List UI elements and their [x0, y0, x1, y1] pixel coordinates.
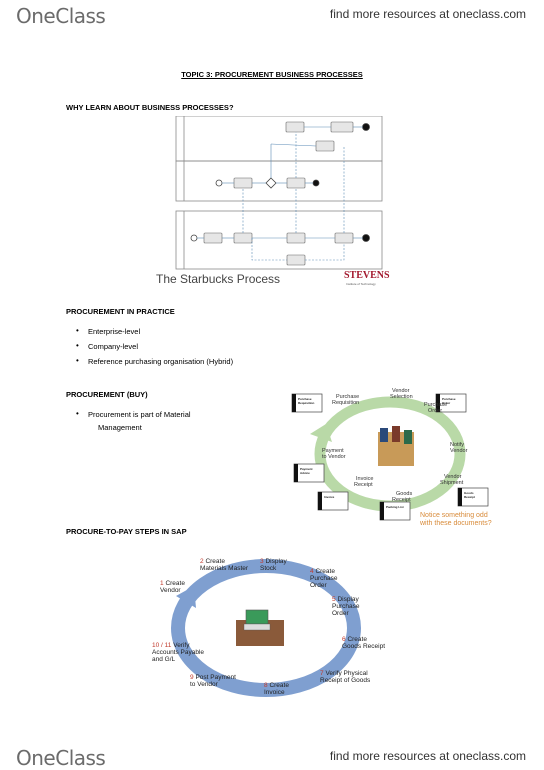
footer-tagline-link[interactable]: find more resources at oneclass.com	[329, 749, 526, 763]
step-text: Goods Receipt	[342, 643, 385, 650]
starbucks-process-diagram: The Starbucks Process STEVENS Institute …	[148, 115, 390, 290]
svg-text:Requisition: Requisition	[332, 400, 359, 406]
step-text: Display	[337, 596, 359, 603]
svg-text:Goods: Goods	[396, 491, 412, 497]
step-text: Stock	[260, 565, 277, 572]
page-footer: OneClass find more resources at oneclass…	[0, 742, 544, 770]
step-text: Verify Physical	[325, 670, 368, 677]
step-text: Display	[265, 558, 287, 565]
step-number: 10 / 11	[152, 642, 172, 649]
p2p-svg	[171, 559, 361, 697]
heading-buy: PROCUREMENT (BUY)	[66, 390, 148, 399]
step-text: Accounts Payable	[152, 649, 205, 656]
step-text: Materials Master	[200, 565, 249, 572]
step-text: Order	[310, 582, 327, 589]
oneclass-logo[interactable]: OneClass	[16, 4, 106, 28]
step-text: Create	[165, 580, 185, 587]
step-text: Verify	[173, 642, 190, 649]
svg-text:Purchase: Purchase	[442, 397, 456, 401]
svg-text:Shipment: Shipment	[440, 480, 464, 486]
heading-practice: PROCUREMENT IN PRACTICE	[66, 307, 175, 316]
practice-item: Enterprise-level	[76, 326, 140, 336]
step-text: Purchase	[332, 603, 360, 610]
heading-p2p: PROCURE-TO-PAY STEPS IN SAP	[66, 527, 187, 536]
step-text: to Vendor	[190, 681, 218, 688]
svg-text:Advice: Advice	[300, 471, 310, 475]
svg-text:Receipt: Receipt	[392, 497, 411, 503]
svg-text:Vendor: Vendor	[392, 388, 410, 394]
step-text: and G/L	[152, 656, 176, 663]
header-tagline-link[interactable]: find more resources at oneclass.com	[329, 7, 526, 21]
svg-text:Vendor: Vendor	[450, 448, 468, 454]
note-line: with these documents?	[420, 520, 492, 527]
step-number: 6	[342, 636, 346, 643]
step-text: Invoice	[264, 689, 285, 696]
step-text: Purchase	[310, 575, 338, 582]
step-text: Vendor	[160, 587, 181, 594]
svg-text:to Vendor: to Vendor	[322, 454, 346, 460]
svg-text:Selection: Selection	[390, 394, 413, 400]
step-text: Order	[332, 610, 349, 617]
step-number: 4	[310, 568, 314, 575]
step-number: 2	[200, 558, 204, 565]
step-text: Create	[315, 568, 335, 575]
page-header: OneClass find more resources at oneclass…	[0, 0, 544, 28]
step-number: 1	[160, 580, 164, 587]
svg-text:Payment: Payment	[322, 448, 344, 454]
buy-item: Procurement is part of Material	[76, 409, 190, 419]
svg-text:Order: Order	[428, 408, 442, 414]
svg-text:Receipt: Receipt	[464, 495, 475, 499]
practice-item: Reference purchasing organisation (Hybri…	[76, 356, 233, 366]
svg-text:Packing List: Packing List	[386, 505, 404, 509]
svg-text:Requisition: Requisition	[298, 401, 315, 405]
step-number: 9	[190, 674, 194, 681]
step-number: 3	[260, 558, 264, 565]
page-title: TOPIC 3: PROCUREMENT BUSINESS PROCESSES	[181, 70, 363, 79]
svg-text:Purchase: Purchase	[336, 394, 359, 400]
step-text: Create	[347, 636, 367, 643]
svg-text:Purchase: Purchase	[298, 397, 312, 401]
stevens-logo-sub: Institute of Technology	[346, 282, 376, 286]
svg-text:Vendor: Vendor	[444, 474, 462, 480]
swimlane-svg	[175, 115, 383, 270]
svg-text:Order: Order	[442, 401, 451, 405]
svg-text:Payment: Payment	[300, 467, 313, 471]
step-text: Create	[269, 682, 289, 689]
step-text: Create	[205, 558, 225, 565]
step-text: Post Payment	[195, 674, 236, 681]
step-number: 5	[332, 596, 336, 603]
svg-text:Invoice: Invoice	[356, 476, 373, 482]
buy-item-continued: Management	[98, 423, 142, 432]
svg-text:Notify: Notify	[450, 442, 464, 448]
cycle-note: Notice something odd with these document…	[420, 512, 492, 528]
svg-text:Invoice: Invoice	[324, 495, 335, 499]
step-number: 7	[320, 670, 324, 677]
heading-why: WHY LEARN ABOUT BUSINESS PROCESSES?	[66, 103, 234, 112]
starbucks-caption: The Starbucks Process	[156, 272, 281, 286]
note-line: Notice something odd	[420, 512, 488, 519]
step-number: 8	[264, 682, 268, 689]
step-text: Receipt of Goods	[320, 677, 371, 684]
oneclass-logo[interactable]: OneClass	[16, 746, 106, 770]
svg-text:Purchase: Purchase	[424, 402, 447, 408]
stevens-logo: STEVENS	[344, 270, 390, 281]
practice-item: Company-level	[76, 341, 138, 351]
svg-text:Goods: Goods	[464, 491, 474, 495]
svg-text:Receipt: Receipt	[354, 482, 373, 488]
